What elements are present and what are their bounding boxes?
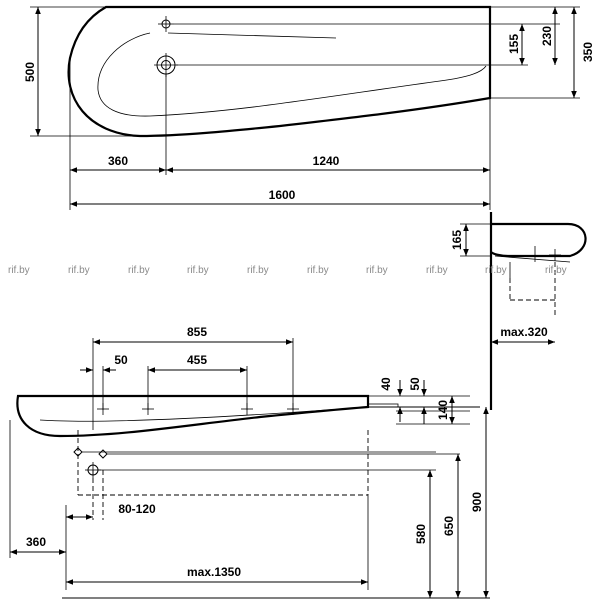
dim-855: 855: [187, 325, 207, 339]
watermark-row: rif.by rif.by rif.by rif.by rif.by rif.b…: [8, 265, 567, 276]
valve-left-icon: [73, 447, 83, 457]
dim-155: 155: [507, 34, 521, 54]
top-view: 500 155 230 350 360 1240 1600: [23, 5, 595, 210]
dim-max-1350: max.1350: [187, 565, 241, 579]
dim-350: 350: [581, 42, 595, 62]
front-view: 855 50 455 40 50 140: [9, 325, 490, 599]
dim-650: 650: [442, 516, 456, 536]
dim-1600: 1600: [269, 188, 296, 202]
dim-140: 140: [436, 400, 450, 420]
dim-1240: 1240: [313, 154, 340, 168]
watermark: rif.by: [187, 265, 209, 276]
dim-40: 40: [379, 377, 393, 391]
basin-front-outline: [16, 394, 370, 438]
basin-top-inner-bowl: [97, 32, 487, 117]
watermark: rif.by: [545, 265, 567, 276]
dim-580: 580: [414, 524, 428, 544]
side-drain-icon: [549, 249, 561, 261]
watermark: rif.by: [366, 265, 388, 276]
dim-165: 165: [450, 230, 464, 250]
dim-360-front: 360: [26, 535, 46, 549]
dim-360-top: 360: [108, 154, 128, 168]
watermark: rif.by: [128, 265, 150, 276]
watermark: rif.by: [307, 265, 329, 276]
tap-hole-icon: [158, 16, 174, 32]
dim-max-320: max.320: [500, 325, 548, 339]
watermark: rif.by: [68, 265, 90, 276]
dim-900: 900: [470, 492, 484, 512]
valve-right-icon: [98, 449, 108, 459]
watermark: rif.by: [485, 265, 507, 276]
watermark: rif.by: [426, 265, 448, 276]
dim-50-right: 50: [408, 377, 422, 391]
watermark: rif.by: [8, 265, 30, 276]
dim-230: 230: [540, 26, 554, 46]
dim-80-120: 80-120: [118, 502, 156, 516]
drain-icon: [154, 53, 178, 77]
side-view: 165 max.320: [450, 212, 587, 410]
dim-455: 455: [187, 353, 207, 367]
basin-top-outline: [67, 5, 492, 138]
basin-top-ridge: [167, 32, 337, 39]
watermark: rif.by: [247, 265, 269, 276]
basin-side-profile: [490, 222, 587, 258]
dim-500: 500: [23, 62, 37, 82]
dim-50-top: 50: [114, 353, 128, 367]
